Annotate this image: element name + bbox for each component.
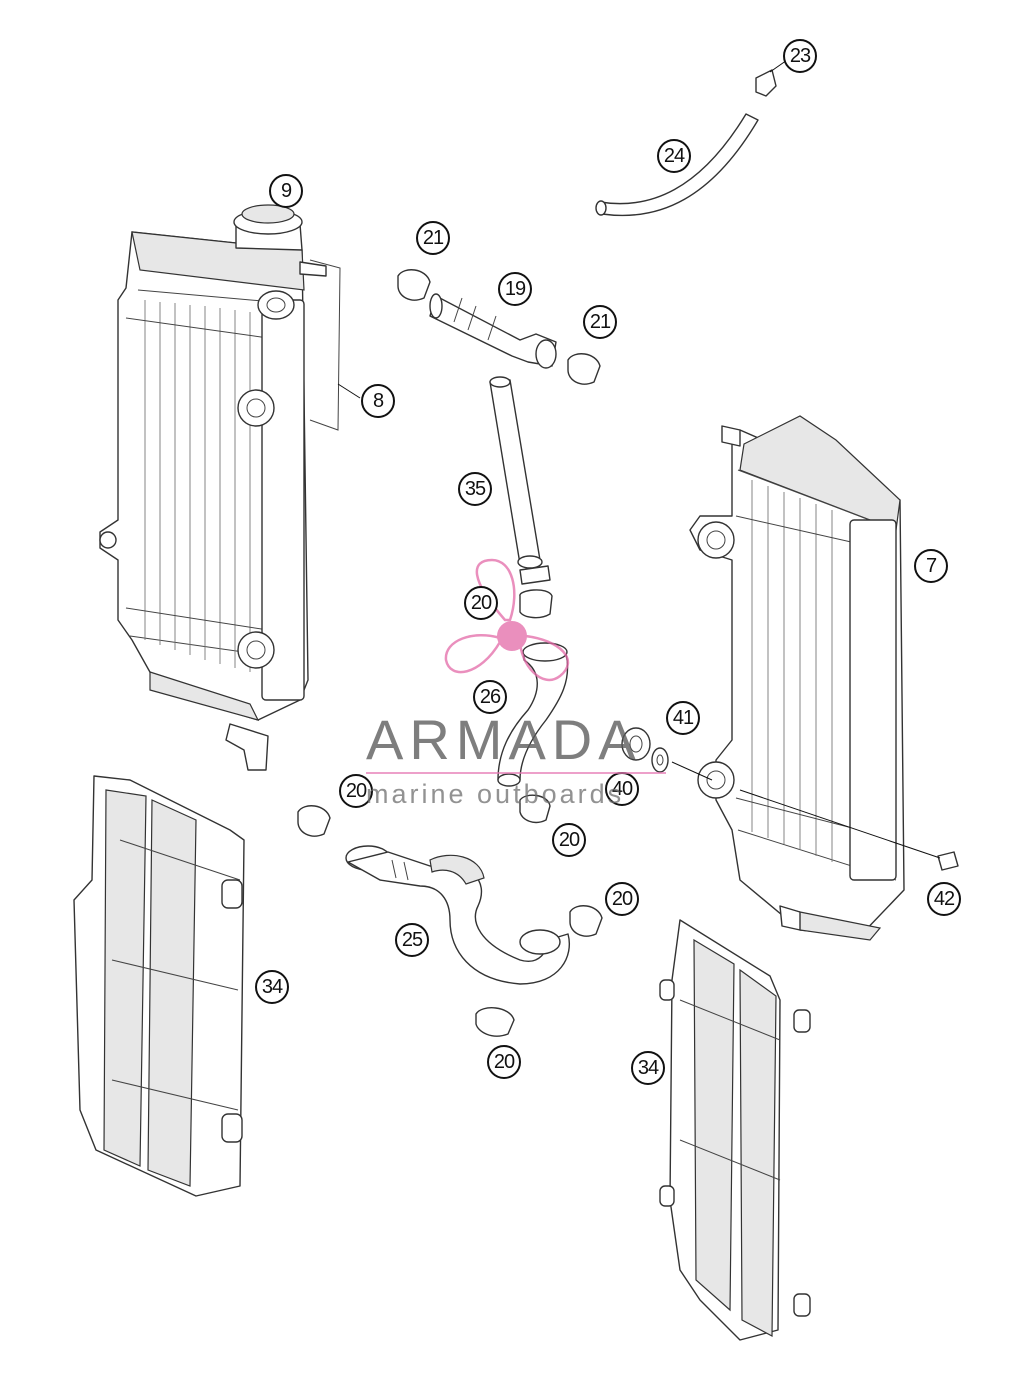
hose-clamps (297, 805, 603, 1037)
callout-21-upper-left: 21 (416, 221, 450, 255)
right-radiator (689, 415, 905, 941)
callout-40: 40 (605, 772, 639, 806)
callout-26: 26 (473, 680, 507, 714)
left-radiator (99, 204, 341, 771)
callout-21-upper-right: 21 (583, 305, 617, 339)
coolant-pipe (489, 376, 551, 585)
callout-42: 42 (927, 882, 961, 916)
callout-34-left: 34 (255, 970, 289, 1004)
callout-8: 8 (361, 384, 395, 418)
callout-9: 9 (269, 174, 303, 208)
leader-lines (337, 57, 791, 399)
callout-34-right: 34 (631, 1051, 665, 1085)
right-radiator-guard (659, 919, 811, 1341)
callout-19: 19 (498, 272, 532, 306)
callout-7: 7 (914, 549, 948, 583)
callout-23: 23 (783, 39, 817, 73)
left-radiator-guard (73, 775, 245, 1197)
lower-hose (345, 845, 570, 985)
breather-hose (595, 69, 777, 217)
callout-20-left: 20 (339, 774, 373, 808)
callout-20-middle: 20 (552, 823, 586, 857)
callout-41: 41 (666, 701, 700, 735)
callout-25: 25 (395, 923, 429, 957)
hose-connector (397, 269, 601, 385)
callout-35: 35 (458, 472, 492, 506)
callout-20-upper: 20 (464, 586, 498, 620)
callout-24: 24 (657, 139, 691, 173)
callout-20-bottom: 20 (487, 1045, 521, 1079)
small-fittings (621, 727, 959, 871)
callout-20-right: 20 (605, 882, 639, 916)
